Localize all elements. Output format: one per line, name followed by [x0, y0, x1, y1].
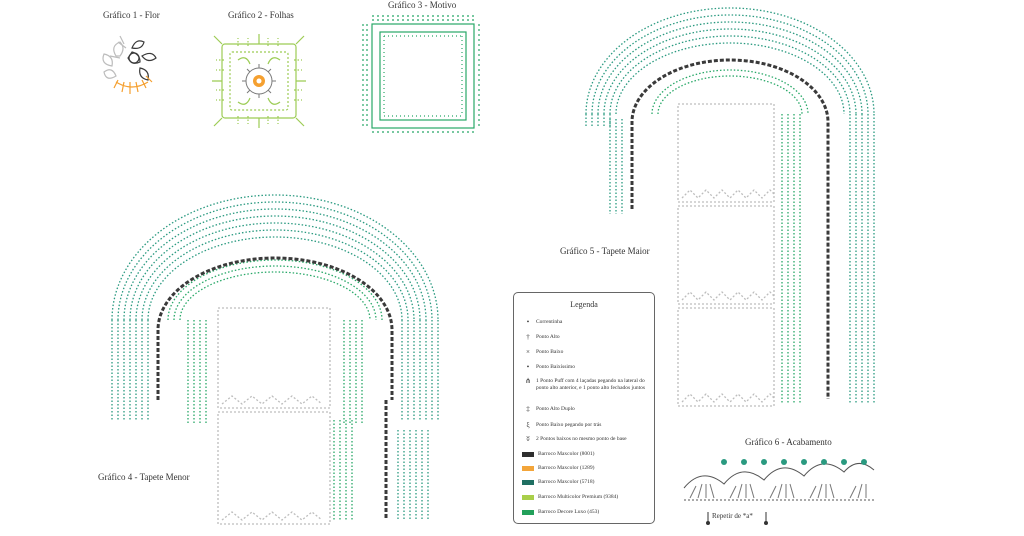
- motif-chart: [362, 15, 480, 133]
- legend-label: Correntinha: [536, 319, 563, 325]
- puff-stitch-icon: ⋔: [525, 377, 531, 385]
- flower-chart: [102, 35, 157, 94]
- yarn-swatch: [522, 480, 534, 485]
- legend-label: Barroco Maxcolor (8001): [538, 451, 595, 457]
- legend-yarn-453: Barroco Decore Luxo (453): [520, 509, 650, 516]
- chart-5-title: Gráfico 5 - Tapete Maior: [560, 246, 650, 256]
- legend-label: 2 Pontos baixos no mesmo ponto de base: [536, 436, 627, 442]
- large-rug-chart: [585, 7, 875, 407]
- legend-item-treble: ‡ Ponto Alto Duplo: [520, 406, 650, 413]
- legend-title: Legenda: [570, 300, 598, 309]
- legend-label: Ponto Baixo: [536, 349, 564, 355]
- legend-item-single-crochet: × Ponto Baixo: [520, 349, 650, 356]
- yarn-swatch: [522, 495, 534, 500]
- double-crochet-icon: †: [526, 333, 530, 341]
- legend-label: Barroco Maxcolor (5718): [538, 479, 595, 485]
- legend-yarn-9384: Barroco Multicolor Premium (9384): [520, 494, 650, 501]
- legend-yarn-1289: Barroco Maxcolor (1289): [520, 465, 650, 472]
- treble-crochet-icon: ‡: [526, 405, 530, 413]
- chart-2-title: Gráfico 2 - Folhas: [228, 10, 294, 20]
- chart-4-title: Gráfico 4 - Tapete Menor: [98, 472, 190, 482]
- leaves-chart: [212, 34, 306, 128]
- back-loop-single-crochet-icon: ξ: [526, 421, 530, 429]
- single-crochet-icon: ×: [526, 348, 530, 356]
- chart-6-title: Gráfico 6 - Acabamento: [745, 437, 832, 447]
- repeat-label: Repetir de *a*: [712, 512, 753, 520]
- legend-yarn-8001: Barroco Maxcolor (8001): [520, 451, 650, 458]
- yarn-swatch: [522, 466, 534, 471]
- legend-panel: Legenda • Correntinha † Ponto Alto × Pon…: [513, 292, 655, 524]
- chain-stitch-icon: •: [526, 318, 530, 326]
- two-sc-same-base-icon: ʬ: [526, 435, 530, 443]
- legend-item-double-crochet: † Ponto Alto: [520, 334, 650, 341]
- slip-stitch-icon: •: [526, 363, 530, 371]
- yarn-swatch: [522, 510, 534, 515]
- legend-label: Ponto Baixíssimo: [536, 364, 575, 370]
- legend-item-puff: ⋔ 1 Ponto Puff com 4 laçadas pegando na …: [520, 378, 650, 391]
- chart-1-title: Gráfico 1 - Flor: [103, 10, 160, 20]
- legend-item-two-sc: ʬ 2 Pontos baixos no mesmo ponto de base: [520, 436, 650, 443]
- yarn-swatch: [522, 452, 534, 457]
- chart-3-title: Gráfico 3 - Motivo: [388, 0, 457, 10]
- small-rug-chart: [111, 194, 439, 525]
- legend-item-slip-stitch: • Ponto Baixíssimo: [520, 364, 650, 371]
- legend-label: Ponto Alto: [536, 334, 560, 340]
- legend-item-chain: • Correntinha: [520, 319, 650, 326]
- legend-label: 1 Ponto Puff com 4 laçadas pegando na la…: [536, 378, 645, 391]
- legend-label: Ponto Baixo pegando por trás: [536, 422, 602, 428]
- legend-label: Barroco Maxcolor (1289): [538, 465, 595, 471]
- legend-label: Ponto Alto Duplo: [536, 406, 575, 412]
- legend-label: Barroco Decore Luxo (453): [538, 509, 600, 515]
- legend-label: Barroco Multicolor Premium (9384): [538, 494, 619, 500]
- legend-yarn-5718: Barroco Maxcolor (5718): [520, 479, 650, 486]
- finishing-chart: [683, 459, 876, 525]
- legend-item-back-loop: ξ Ponto Baixo pegando por trás: [520, 422, 650, 429]
